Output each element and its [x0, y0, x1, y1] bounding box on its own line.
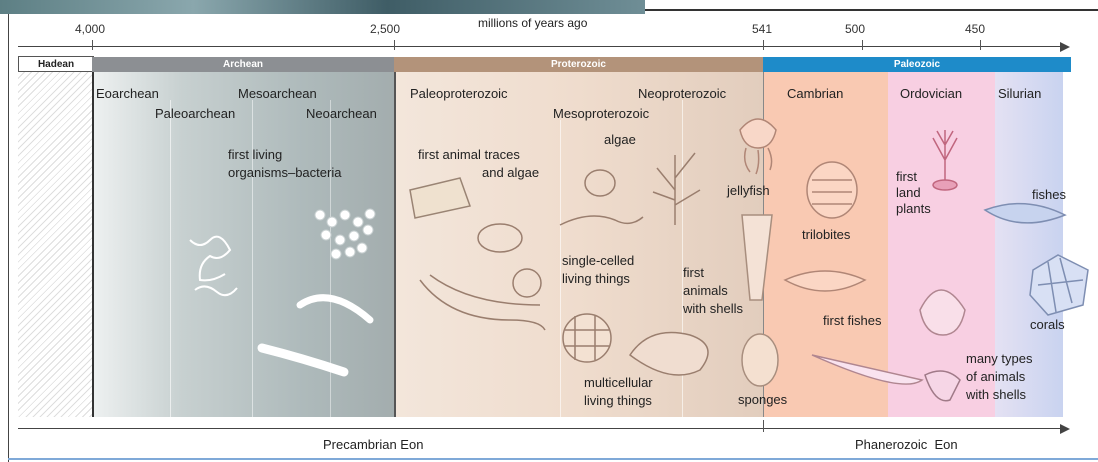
- scallop-shell-icon: [920, 290, 965, 335]
- nautiloid-icon: [812, 355, 922, 384]
- algae-tree-icon: [653, 153, 700, 225]
- bacteria-chains-icon: [190, 237, 237, 296]
- first-fish-icon: [785, 271, 865, 291]
- eon-label-phanerozoic: Phanerozoic Eon: [855, 438, 958, 452]
- rod-bacterium-icon: [300, 298, 370, 320]
- cone-shell-icon: [742, 215, 772, 300]
- chain-bacterium-icon: [262, 348, 344, 372]
- multicellular-sphere-icon: [563, 314, 611, 362]
- animal-trace-slab-icon: [410, 178, 470, 218]
- cocci-cluster-icon: [315, 209, 375, 259]
- bottom-tick-541: [763, 420, 764, 432]
- coral-icon: [1030, 255, 1088, 315]
- jellyfish-icon: [740, 119, 776, 174]
- bottom-frame-line: [8, 458, 1098, 460]
- squid-icon: [925, 371, 960, 401]
- land-plant-icon: [933, 130, 957, 190]
- bottom-axis-arrow: [1060, 424, 1070, 434]
- trilobite-icon: [807, 162, 857, 218]
- shell-creature-icon: [630, 333, 708, 376]
- fish-icon: [985, 204, 1065, 223]
- sponge-icon: [742, 334, 778, 386]
- eon-label-precambrian: Precambrian Eon: [323, 438, 423, 452]
- bottom-axis-line: [18, 428, 1063, 429]
